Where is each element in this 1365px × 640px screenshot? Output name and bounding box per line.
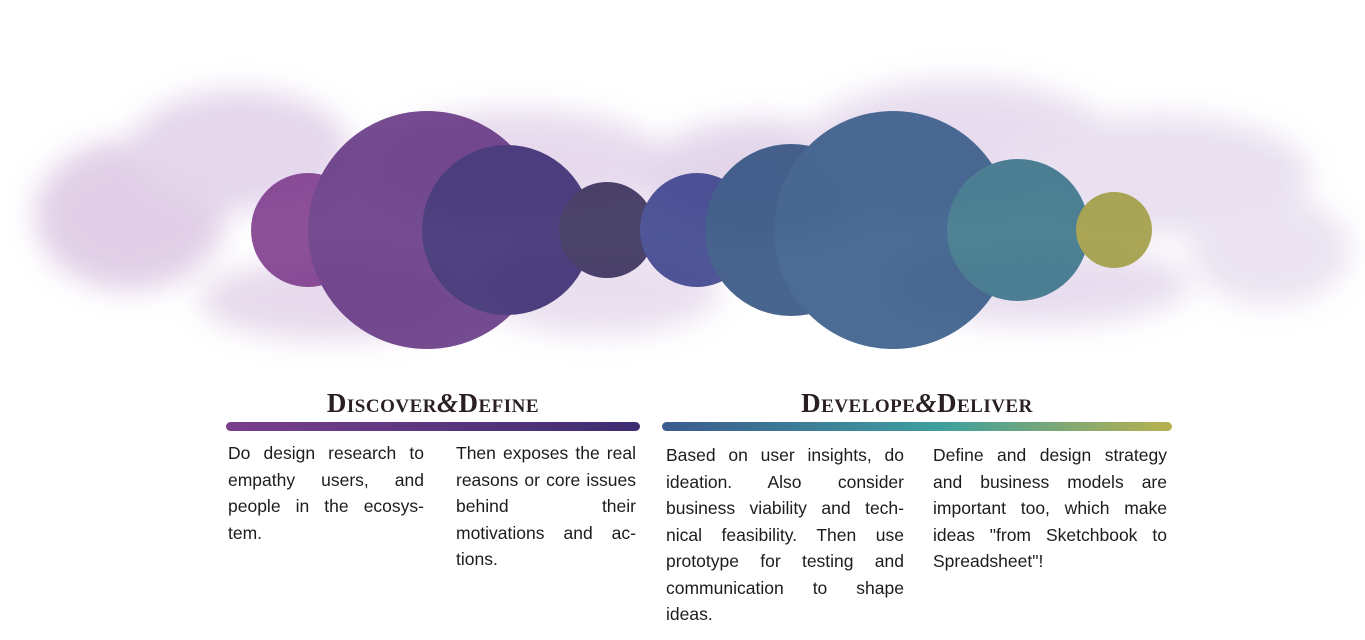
define-text: Then exposes the real reasons or core is… bbox=[456, 443, 636, 569]
discover-define-bar bbox=[226, 422, 640, 431]
heading-word-deliver: Deliver bbox=[936, 388, 1033, 418]
develope-deliver-heading: Develope&Deliver bbox=[662, 386, 1172, 420]
discover-define-heading: Discover&Define bbox=[226, 386, 640, 420]
heading-word-develope: Develope bbox=[801, 388, 916, 418]
circle-deliver-medium bbox=[947, 159, 1089, 301]
circle-deliver-small bbox=[1076, 192, 1152, 268]
circles bbox=[251, 111, 1152, 349]
circle-define-small bbox=[559, 182, 655, 278]
develope-text: Based on user insights, do ideation. Als… bbox=[666, 445, 904, 624]
develope-deliver-bar bbox=[662, 422, 1172, 431]
double-diamond-circles-diagram bbox=[35, 80, 1350, 349]
circle-develop-large bbox=[774, 111, 1012, 349]
circle-define-large bbox=[422, 145, 592, 315]
heading-word-discover: Discover bbox=[326, 388, 437, 418]
deliver-text: Define and design strategy and business … bbox=[933, 445, 1167, 571]
heading-ampersand: & bbox=[436, 388, 459, 418]
heading-ampersand: & bbox=[915, 388, 937, 418]
discover-text: Do design research to empathy users, and… bbox=[228, 443, 424, 543]
heading-word-define: Define bbox=[458, 388, 540, 418]
